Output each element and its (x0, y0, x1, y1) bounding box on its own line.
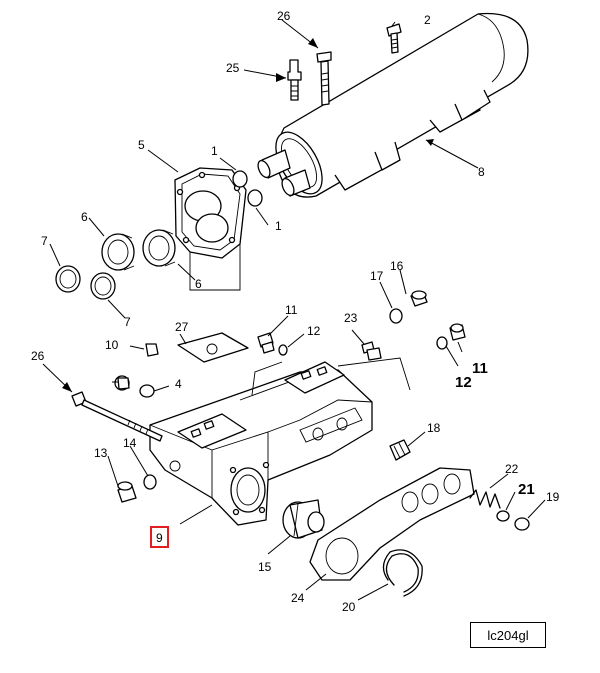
plug-part-18 (389, 439, 411, 461)
callout-7-right: 7 (124, 315, 131, 329)
o-ring-part-4 (139, 384, 155, 398)
long-bolt-part-26 (71, 391, 163, 442)
callout-labels: 26 2 25 8 5 1 1 6 7 6 7 27 11 12 23 10 4… (31, 9, 560, 614)
fitting-part-23 (361, 341, 382, 361)
callout-19: 19 (546, 490, 560, 504)
cover-plate-part-27 (177, 332, 249, 363)
callout-1-lower: 1 (275, 219, 282, 233)
clip-part-19 (514, 517, 530, 531)
callout-12-right: 12 (455, 374, 472, 391)
callout-6-right: 6 (195, 277, 202, 291)
callout-4: 4 (175, 377, 182, 391)
washer-part-21 (496, 510, 510, 522)
leader-lines (42, 19, 546, 601)
callout-9-highlight (150, 526, 169, 548)
o-ring-part-17 (389, 308, 403, 324)
plug-part-10 (145, 343, 159, 357)
callout-24: 24 (291, 591, 305, 605)
o-ring-part-1-lower (247, 189, 263, 207)
callout-7-left: 7 (41, 234, 48, 248)
spring-part-22 (469, 489, 501, 509)
callout-8: 8 (478, 165, 485, 179)
o-ring-part-12-mid (278, 344, 288, 356)
callout-27: 27 (175, 320, 189, 334)
plug-part-3 (114, 375, 130, 391)
callout-26-top: 26 (277, 9, 291, 23)
bolt-part-2 (386, 23, 402, 54)
bolt-part-26-top (316, 51, 332, 106)
gasket-part-24 (309, 467, 475, 581)
callout-22: 22 (505, 462, 519, 476)
callout-26-left: 26 (31, 349, 45, 363)
callout-25: 25 (226, 61, 240, 75)
callout-9: 9 (156, 531, 163, 545)
plug-part-11-right (449, 323, 466, 341)
callout-14: 14 (123, 436, 137, 450)
callout-17: 17 (370, 269, 384, 283)
seal-ring-part-7-left (55, 265, 81, 293)
callout-13: 13 (94, 446, 108, 460)
snap-ring-part-20 (382, 549, 423, 597)
callout-2: 2 (424, 13, 431, 27)
callout-18: 18 (427, 421, 441, 435)
plug-part-13 (117, 481, 137, 503)
callout-21: 21 (518, 481, 535, 498)
callout-16: 16 (390, 259, 404, 273)
callout-11-mid: 11 (285, 303, 298, 317)
stud-part-25 (287, 59, 302, 101)
fitting-part-11-mid (257, 332, 275, 354)
valve-part-15 (282, 499, 325, 539)
figure-id-text: lc204gl (487, 627, 529, 643)
seal-ring-part-7-right (90, 272, 116, 300)
arrowheads (62, 38, 434, 392)
plug-part-16 (410, 290, 428, 307)
sleeve-part-6-right (142, 229, 176, 267)
callout-1-upper: 1 (211, 144, 218, 158)
callout-23: 23 (344, 311, 358, 325)
callout-10: 10 (105, 338, 119, 352)
housing-part-9 (149, 361, 373, 526)
callout-5: 5 (138, 138, 145, 152)
oil-cooler-part-8 (257, 12, 529, 198)
sleeve-part-6-left (101, 233, 135, 271)
figure-id-label: lc204gl (470, 622, 546, 648)
o-ring-part-1-upper (232, 170, 248, 188)
o-ring-part-14 (143, 474, 157, 490)
o-ring-part-12-right (436, 336, 448, 350)
callout-12-mid: 12 (307, 324, 321, 338)
callout-11-right: 11 (472, 360, 488, 377)
callout-20: 20 (342, 600, 356, 614)
callout-15: 15 (258, 560, 272, 574)
callout-6-left: 6 (81, 210, 88, 224)
